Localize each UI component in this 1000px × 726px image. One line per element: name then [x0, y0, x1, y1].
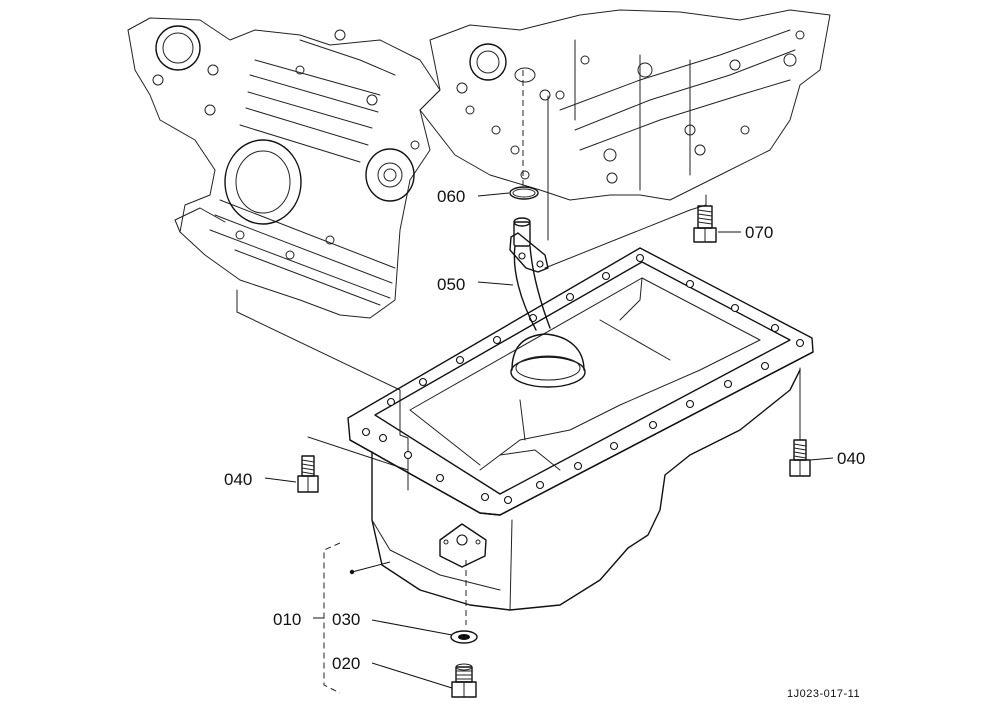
- bolt-070: [693, 205, 717, 243]
- assembly-guide-lines: [236, 70, 801, 625]
- drain-gasket: [450, 630, 478, 644]
- oil-strainer: [509, 217, 586, 388]
- label-010: 010: [273, 610, 301, 629]
- drain-plug: [451, 663, 477, 698]
- bolt-040-right: [789, 439, 811, 477]
- label-030: 030: [332, 610, 360, 629]
- bolt-040-left: [297, 455, 319, 493]
- label-040-right: 040: [837, 449, 865, 468]
- label-020: 020: [332, 654, 360, 673]
- label-050: 050: [437, 275, 465, 294]
- label-040-left: 040: [224, 470, 252, 489]
- o-ring: [509, 186, 539, 200]
- oil-pan: [347, 247, 814, 611]
- label-060: 060: [437, 187, 465, 206]
- engine-block: [127, 9, 831, 319]
- leader-lines: [264, 192, 834, 694]
- drawing-reference-code: 1J023-017-11: [787, 688, 860, 700]
- part-labels: 060 070 050 040 040 010 030 020 1J023-01…: [224, 187, 865, 700]
- label-070: 070: [745, 223, 773, 242]
- flange-bolt-holes: [361, 253, 805, 505]
